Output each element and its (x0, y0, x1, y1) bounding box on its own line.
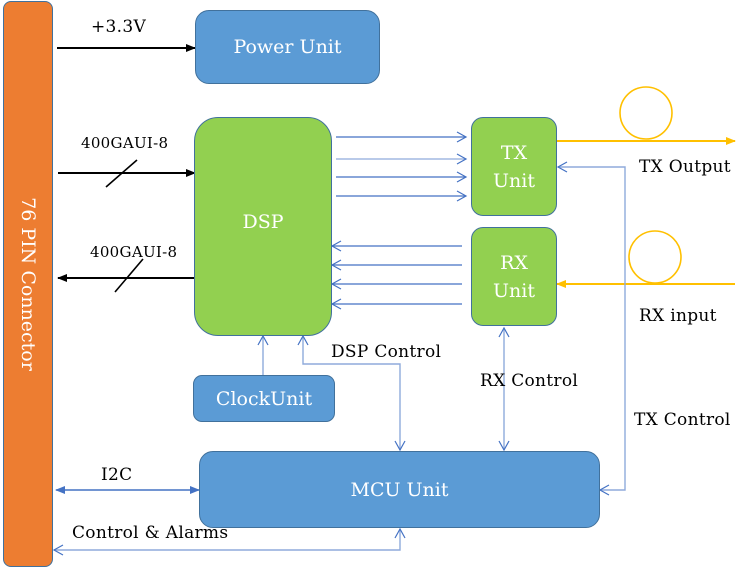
gaui-in-slash (105, 159, 138, 188)
rx-unit-box: RX Unit (471, 227, 557, 326)
rx-fiber-loop (628, 230, 682, 284)
rx-unit-label-line1: RX (500, 251, 528, 274)
clock-unit-label: ClockUnit (215, 387, 313, 410)
label-dsp-control: DSP Control (331, 342, 442, 362)
power-unit-label: Power Unit (233, 36, 342, 58)
dsp-label: DSP (242, 210, 284, 233)
dsp-to-tx-lanes (336, 131, 468, 202)
clock-unit-box: ClockUnit (193, 375, 335, 422)
label-3v3: +3.3V (91, 17, 147, 37)
label-rx-control: RX Control (480, 371, 579, 391)
label-tx-output: TX Output (639, 157, 731, 177)
tx-fiber-loop (619, 86, 673, 140)
pin-connector: 76 PIN Connector (3, 1, 53, 567)
label-rx-input: RX input (639, 306, 717, 326)
tx-unit-label-line2: Unit (493, 169, 535, 192)
mcu-unit-box: MCU Unit (199, 451, 600, 528)
tx-unit-label-line1: TX (500, 141, 528, 164)
pin-connector-label: 76 PIN Connector (17, 197, 40, 371)
rx-to-dsp-lanes (330, 240, 462, 310)
label-gaui-in: 400GAUI-8 (81, 134, 169, 152)
label-control-alarms: Control & Alarms (72, 523, 229, 543)
tx-unit-box: TX Unit (471, 117, 557, 216)
power-unit-box: Power Unit (195, 10, 380, 84)
dsp-control-line (297, 334, 406, 452)
label-tx-control: TX Control (634, 410, 731, 430)
mcu-unit-label: MCU Unit (350, 478, 449, 501)
tx-control-line (556, 161, 626, 496)
rx-unit-label-line2: Unit (493, 279, 535, 302)
label-i2c: I2C (101, 465, 133, 485)
control-alarms-line (52, 527, 406, 556)
gaui-out-slash (114, 258, 144, 293)
dsp-box: DSP (194, 117, 332, 336)
label-gaui-out: 400GAUI-8 (90, 243, 178, 261)
